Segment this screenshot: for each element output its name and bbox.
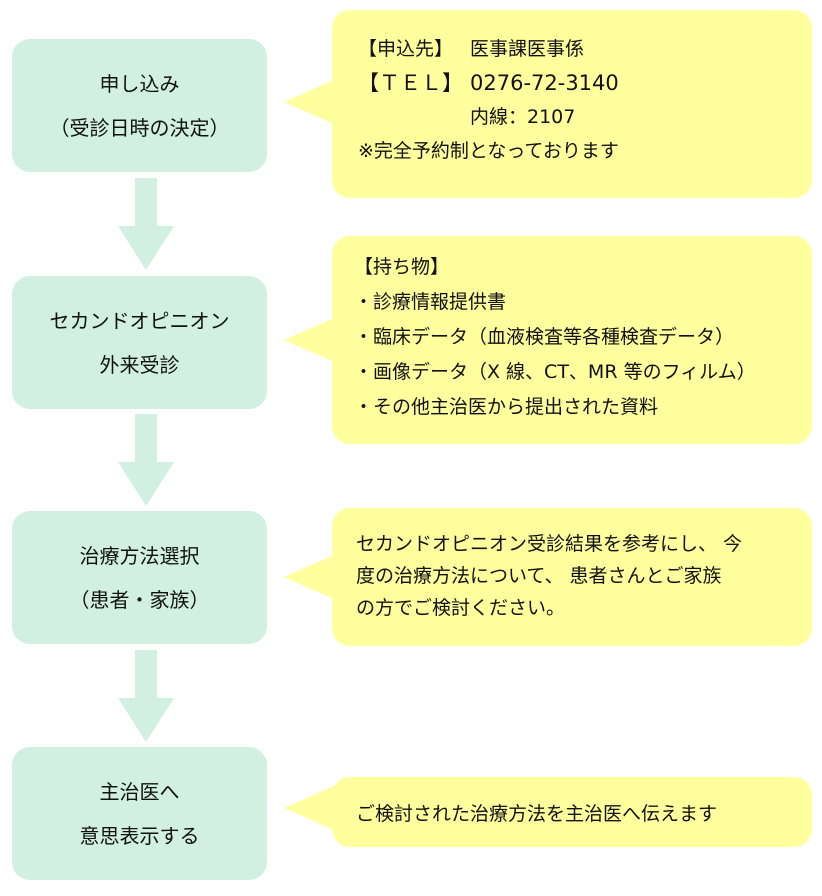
- callout-apply: 【申込先】 医事課医事係 【ＴＥＬ】 0276-72-3140 内線：2107 …: [332, 10, 812, 198]
- callout-belongings-pointer: [284, 318, 334, 362]
- callout-belongings: 【持ち物】 ・診療情報提供書 ・臨床データ（血液検査等各種検査データ） ・画像デ…: [332, 236, 812, 444]
- callout-inform: ご検討された治療方法を主治医へ伝えます: [332, 777, 812, 847]
- step-consultation-subtitle: 外来受診: [99, 352, 180, 377]
- down-arrow-2: [118, 414, 174, 506]
- belongings-item-clinical-data: ・臨床データ（血液検査等各種検査データ）: [354, 326, 735, 348]
- decide-line-3: の方でご検討ください。: [356, 597, 566, 619]
- callout-apply-pointer: [284, 80, 334, 124]
- callout-decide: セカンドオピニオン受診結果を参考にし、 今 度の治療方法について、 患者さんとご…: [332, 508, 812, 646]
- inform-text: ご検討された治療方法を主治医へ伝えます: [356, 802, 718, 825]
- down-arrow-3: [118, 650, 174, 742]
- step-apply-title: 申し込み: [99, 71, 180, 96]
- callout-decide-pointer: [284, 555, 334, 599]
- down-arrow-1: [118, 178, 174, 270]
- callout-inform-pointer: [284, 786, 334, 830]
- step-inform-doctor: 主治医へ 意思表示する: [12, 747, 267, 880]
- step-inform-doctor-title: 主治医へ: [99, 779, 180, 804]
- apply-destination-row: 【申込先】 医事課医事係: [358, 32, 812, 66]
- belongings-item-imaging-data: ・画像データ（X 線、CT、MR 等のフィルム）: [354, 361, 756, 383]
- apply-destination-key: 【申込先】: [358, 38, 454, 60]
- apply-extension-text: 内線：2107: [470, 106, 576, 128]
- belongings-heading: 【持ち物】: [354, 256, 450, 278]
- belongings-item-referral: ・診療情報提供書: [354, 291, 507, 313]
- apply-tel-row: 【ＴＥＬ】 0276-72-3140: [358, 66, 812, 100]
- step-treatment-choice-subtitle: （患者・家族）: [69, 587, 210, 612]
- apply-tel-value: 0276-72-3140: [470, 71, 619, 95]
- apply-destination-value: 医事課医事係: [470, 38, 585, 60]
- apply-note: ※完全予約制となっております: [358, 140, 619, 162]
- decide-line-1: セカンドオピニオン受診結果を参考にし、 今: [356, 533, 743, 555]
- belongings-item-other-documents: ・その他主治医から提出された資料: [354, 396, 659, 418]
- step-consultation: セカンドオピニオン 外来受診: [12, 276, 267, 409]
- step-treatment-choice: 治療方法選択 （患者・家族）: [12, 511, 267, 644]
- decide-line-2: 度の治療方法について、 患者さんとご家族: [356, 565, 722, 587]
- apply-extension: 内線：2107: [358, 100, 812, 134]
- step-apply: 申し込み （受診日時の決定）: [12, 39, 267, 172]
- apply-tel-key: 【ＴＥＬ】: [358, 71, 463, 95]
- step-consultation-title: セカンドオピニオン: [49, 308, 230, 333]
- step-apply-subtitle: （受診日時の決定）: [49, 115, 230, 140]
- step-treatment-choice-title: 治療方法選択: [79, 543, 200, 568]
- step-inform-doctor-subtitle: 意思表示する: [79, 823, 200, 848]
